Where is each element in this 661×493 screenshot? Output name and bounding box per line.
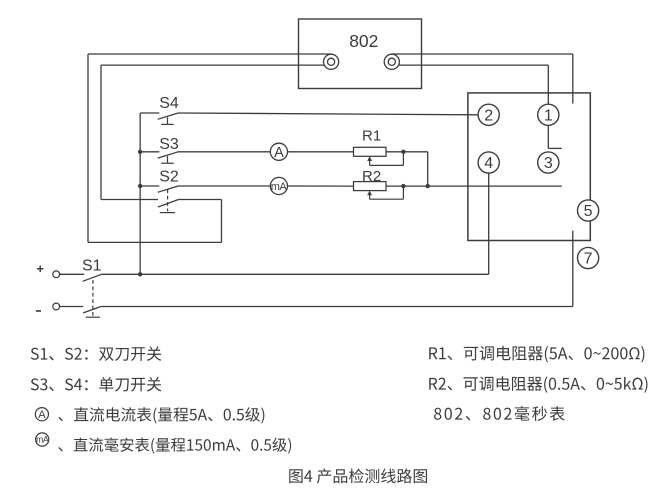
svg-text:1: 1 (544, 108, 553, 125)
svg-text:R1: R1 (362, 128, 381, 145)
svg-text:S1: S1 (82, 257, 102, 274)
svg-text:4: 4 (484, 155, 493, 172)
svg-text:3: 3 (544, 155, 553, 172)
svg-text:S2: S2 (159, 169, 179, 186)
svg-text:mA: mA (36, 435, 49, 445)
svg-text:S3: S3 (159, 136, 179, 153)
svg-text:S4: S4 (159, 95, 179, 112)
svg-text:R2: R2 (362, 168, 381, 185)
svg-text:A: A (38, 409, 46, 421)
svg-text:mA: mA (271, 181, 288, 193)
svg-text:A: A (274, 145, 284, 161)
svg-text:7: 7 (584, 251, 593, 268)
svg-text:5: 5 (584, 203, 593, 220)
svg-text:2: 2 (484, 108, 493, 125)
svg-text:802: 802 (349, 31, 378, 51)
